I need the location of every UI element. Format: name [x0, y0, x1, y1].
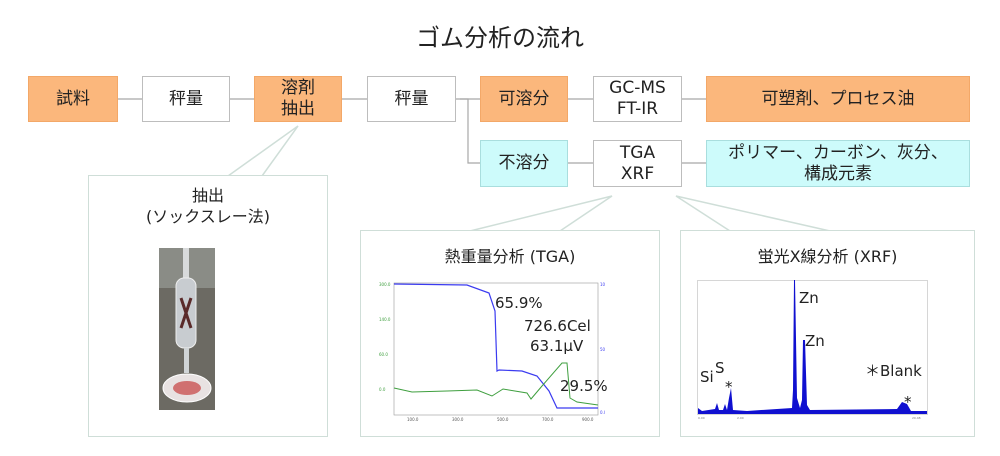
- xrf-x-axis-ticks: 0.00 2.00 20.48: [698, 416, 921, 420]
- xrf-label-blank: ＊Blank: [865, 362, 922, 380]
- svg-text:500.0: 500.0: [497, 417, 509, 422]
- soluble-box: 可溶分: [480, 76, 568, 122]
- insoluble-result-box: ポリマー、カーボン、灰分、構成元素: [706, 140, 970, 187]
- extraction-label-2: 抽出: [281, 99, 315, 119]
- svg-text:900.0: 900.0: [582, 417, 594, 422]
- xrf-label-s: S: [715, 359, 725, 377]
- xrf-label-si: Si: [700, 368, 714, 386]
- svg-text:0.0: 0.0: [600, 410, 605, 415]
- svg-text:0.0: 0.0: [379, 387, 386, 392]
- xrf-label-star: *: [725, 378, 733, 396]
- tga-label-voltage: 63.1µV: [530, 337, 584, 355]
- extraction-subtitle: (ソックスレー法): [145, 207, 270, 226]
- svg-text:50.0: 50.0: [600, 347, 605, 352]
- extraction-label-1: 溶剤: [281, 78, 315, 98]
- tga-chart: 300.0 140.0 60.0 0.0 100.0 50.0 0.0 100.0 300.…: [379, 282, 605, 422]
- xrf-title: 蛍光X線分析 (XRF): [757, 247, 898, 266]
- xrf-label-zn-1: Zn: [799, 289, 819, 307]
- svg-text:700.0: 700.0: [542, 417, 554, 422]
- svg-text:100.0: 100.0: [600, 282, 605, 287]
- ftir-label: FT-IR: [616, 99, 659, 119]
- xrf-spectrum: 0.00 2.00 20.48: [697, 280, 928, 420]
- tga-panel: 熱重量分析 (TGA) 300.0 140.0 60.0 0.0 100.0 50.0 0…: [360, 230, 660, 437]
- tga-weight-curve: [393, 283, 598, 409]
- tga-left-axis-ticks: 300.0 140.0 60.0 0.0: [379, 282, 391, 392]
- insoluble-result-line-2: 構成元素: [804, 163, 872, 184]
- svg-text:0.00: 0.00: [698, 416, 705, 420]
- insoluble-box: 不溶分: [480, 140, 568, 187]
- extraction-panel: 抽出 (ソックスレー法): [88, 175, 328, 437]
- svg-text:100.0: 100.0: [407, 417, 419, 422]
- tga-label-weight-loss: 65.9%: [495, 294, 543, 312]
- tga-label-residue: 29.5%: [560, 377, 608, 395]
- svg-text:300.0: 300.0: [452, 417, 464, 422]
- insoluble-result-line-1: ポリマー、カーボン、灰分、: [728, 142, 948, 163]
- svg-text:300.0: 300.0: [379, 282, 391, 287]
- extraction-title: 抽出: [191, 186, 224, 205]
- weigh-box-2: 秤量: [367, 76, 456, 122]
- tga-dta-curve: [393, 362, 599, 406]
- tga-right-axis-ticks: 100.0 50.0 0.0: [600, 282, 605, 415]
- xrf-label-star-2: *: [904, 393, 912, 411]
- svg-text:20.48: 20.48: [912, 416, 921, 420]
- tga-label: TGA: [619, 142, 656, 163]
- gcms-label: GC-MS: [609, 78, 666, 98]
- soluble-result-box: 可塑剤、プロセス油: [706, 76, 970, 122]
- tga-x-axis-ticks: 100.0 300.0 500.0 700.0 900.0: [407, 417, 594, 422]
- weigh-box-1: 秤量: [142, 76, 230, 122]
- xrf-label: XRF: [620, 163, 655, 184]
- sample-box: 試料: [28, 76, 118, 122]
- xrf-label-zn-2: Zn: [805, 332, 825, 350]
- soxhlet-photo: [159, 248, 215, 410]
- extraction-box: 溶剤抽出: [254, 76, 342, 122]
- svg-text:60.0: 60.0: [379, 352, 388, 357]
- svg-text:2.00: 2.00: [737, 416, 744, 420]
- svg-text:140.0: 140.0: [379, 317, 391, 322]
- tga-title: 熱重量分析 (TGA): [444, 247, 576, 266]
- page-title: ゴム分析の流れ: [416, 24, 584, 52]
- tga-label-temp: 726.6Cel: [524, 317, 591, 335]
